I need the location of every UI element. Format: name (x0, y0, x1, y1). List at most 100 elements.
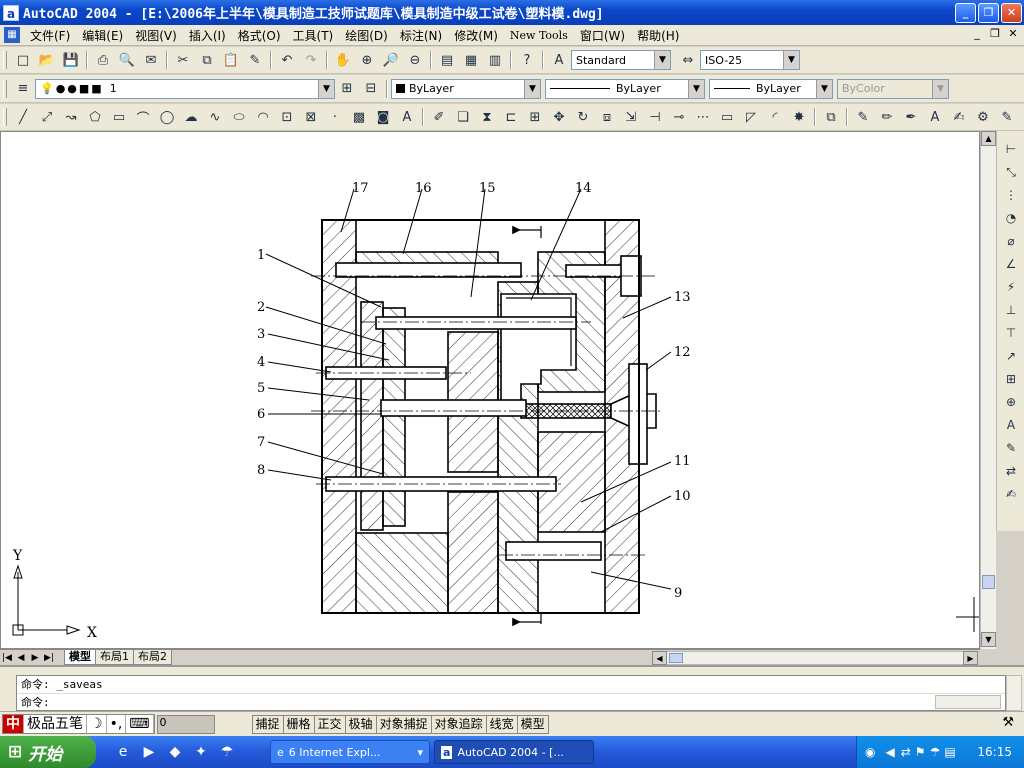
scroll-up-icon[interactable]: ▲ (981, 131, 996, 146)
hatch-icon[interactable]: ▩ (352, 109, 366, 125)
construction-line-icon[interactable]: ⤢ (41, 109, 53, 125)
menu-tools[interactable]: 工具(T) (292, 28, 334, 43)
minimize-button[interactable]: _ (955, 3, 976, 23)
scroll-right-icon[interactable]: ▶ (963, 651, 978, 665)
ellipse-arc-icon[interactable]: ◠ (257, 109, 269, 125)
quicklaunch-network-icon[interactable]: ☂ (220, 744, 234, 760)
quicklaunch-app-icon[interactable]: ◆ (169, 744, 181, 760)
restore-button[interactable]: ❐ (978, 3, 999, 23)
publish-icon[interactable]: ✉ (145, 52, 157, 68)
tray-settings-icon[interactable]: ⚒ (1002, 715, 1014, 730)
menu-dimension[interactable]: 标注(N) (399, 28, 443, 43)
document-icon[interactable]: ▦ (4, 27, 20, 43)
pan-icon[interactable]: ✋ (334, 52, 352, 68)
tool-palettes-icon[interactable]: ▥ (488, 52, 502, 68)
new-file-icon[interactable]: □ (16, 52, 30, 68)
point-icon[interactable]: · (332, 109, 338, 125)
rotate-icon[interactable]: ↻ (577, 109, 589, 125)
menu-edit[interactable]: 编辑(E) (82, 28, 124, 43)
break-at-point-icon[interactable]: ⋯ (696, 109, 710, 125)
osnap-button[interactable]: 对象捕捉 (375, 714, 432, 734)
ordinate-dimension-icon[interactable]: ⋮ (1005, 188, 1017, 202)
zoom-previous-icon[interactable]: ⊖ (409, 52, 421, 68)
polyline-icon[interactable]: ↝ (65, 109, 77, 125)
doc-close-button[interactable]: ✕ (1008, 27, 1018, 40)
last-tab-icon[interactable]: ▶| (44, 652, 54, 663)
make-object-layer-current-icon[interactable]: ⊞ (341, 81, 353, 96)
ie-quicklaunch-icon[interactable]: e (118, 744, 128, 760)
command-input[interactable]: 命令: (17, 693, 1005, 710)
menu-new-tools[interactable]: New Tools (509, 28, 568, 42)
tab-model[interactable]: 模型 (64, 650, 96, 665)
model-space-button[interactable]: 模型 (516, 714, 549, 734)
linear-dimension-icon[interactable]: ⊢ (1005, 142, 1017, 156)
scroll-left-icon[interactable]: ◀ (652, 651, 667, 665)
first-tab-icon[interactable]: |◀ (2, 652, 12, 663)
copy-object-icon[interactable]: ❏ (457, 109, 469, 125)
menu-file[interactable]: 文件(F) (30, 28, 71, 43)
close-button[interactable]: ✕ (1001, 3, 1022, 23)
lineweight-button[interactable]: 线宽 (485, 714, 518, 734)
properties-icon[interactable]: ▤ (440, 52, 454, 68)
layer-select[interactable]: 💡●●■■ 1 ▼ (35, 78, 335, 99)
circle-icon[interactable]: ◯ (159, 109, 175, 125)
media-player-icon[interactable]: ▶ (143, 744, 155, 760)
dim-style-select[interactable]: ISO-25▼ (700, 50, 800, 70)
scale-icon[interactable]: ⧈ (602, 109, 612, 125)
coordinates-display[interactable]: 0 (156, 714, 215, 734)
rectangle-icon[interactable]: ▭ (112, 109, 126, 125)
edit-polyline-icon[interactable]: ✏ (881, 109, 893, 125)
block-attribute-manager-icon[interactable]: ⚙ (977, 109, 989, 125)
dimension-edit-icon[interactable]: A (1006, 418, 1016, 432)
ime-logo-icon[interactable]: 中 (3, 715, 24, 733)
array-icon[interactable]: ⊞ (529, 109, 541, 125)
dimension-update-icon[interactable]: ⇄ (1005, 464, 1017, 478)
dimension-text-edit-icon[interactable]: ✎ (1005, 441, 1017, 455)
ime-toolbar[interactable]: 中 极品五笔 ☽ •, ⌨ (2, 714, 155, 734)
layer-manager-icon[interactable]: ≡ (17, 81, 29, 96)
tray-arrow-icon[interactable]: ◀ (885, 745, 895, 759)
explode-icon[interactable]: ✸ (793, 109, 805, 125)
text-style-icon[interactable]: A (554, 52, 564, 68)
extend-icon[interactable]: ⊸ (673, 109, 685, 125)
menu-insert[interactable]: 插入(I) (188, 28, 226, 43)
drawing-canvas[interactable]: 1 2 3 4 5 6 7 8 9 10 11 12 13 14 15 16 1… (0, 131, 980, 649)
vertical-scroll-thumb[interactable] (982, 575, 995, 589)
tab-layout2[interactable]: 布局2 (133, 650, 172, 665)
edit-spline-icon[interactable]: ✒ (905, 109, 917, 125)
trim-icon[interactable]: ⊣ (649, 109, 661, 125)
print-preview-icon[interactable]: 🔍 (118, 52, 136, 68)
line-icon[interactable]: ╱ (19, 109, 27, 125)
cut-icon[interactable]: ✂ (177, 52, 189, 68)
print-icon[interactable]: ⎙ (97, 52, 109, 68)
help-icon[interactable]: ? (523, 52, 531, 68)
offset-icon[interactable]: ⊏ (505, 109, 517, 125)
spline-icon[interactable]: ∿ (209, 109, 221, 125)
ime-keyboard-icon[interactable]: ⌨ (126, 715, 154, 733)
draw-order-icon[interactable]: ⧉ (826, 109, 836, 125)
vertical-scrollbar[interactable]: ▲ ▼ (980, 131, 996, 649)
move-icon[interactable]: ✥ (553, 109, 565, 125)
menu-draw[interactable]: 绘图(D) (345, 28, 388, 43)
undo-icon[interactable]: ↶ (281, 52, 293, 68)
ime-punct-icon[interactable]: •, (107, 715, 127, 733)
angular-dimension-icon[interactable]: ∠ (1005, 257, 1017, 271)
multiline-text-icon[interactable]: A (402, 109, 412, 125)
zoom-realtime-icon[interactable]: ⊕ (361, 52, 373, 68)
doc-restore-button[interactable]: ❐ (990, 27, 1000, 40)
menu-window[interactable]: 窗口(W) (579, 28, 626, 43)
doc-minimize-button[interactable]: _ (974, 27, 980, 40)
paste-icon[interactable]: 📋 (222, 52, 240, 68)
erase-icon[interactable]: ✐ (433, 109, 445, 125)
color-select[interactable]: ByLayer▼ (391, 78, 541, 99)
tab-layout1[interactable]: 布局1 (95, 650, 134, 665)
start-button[interactable]: ⊞开始 (0, 736, 96, 768)
fillet-icon[interactable]: ◜ (772, 109, 778, 125)
design-center-icon[interactable]: ▦ (464, 52, 478, 68)
quicklaunch-shield-icon[interactable]: ✦ (195, 744, 207, 760)
radius-dimension-icon[interactable]: ◔ (1005, 211, 1017, 225)
text-style-select[interactable]: Standard▼ (571, 50, 671, 70)
plotstyle-select[interactable]: ByColor▼ (837, 78, 949, 99)
continue-dimension-icon[interactable]: ⊤ (1005, 326, 1017, 340)
edit-hatch-icon[interactable]: ✎ (857, 109, 869, 125)
